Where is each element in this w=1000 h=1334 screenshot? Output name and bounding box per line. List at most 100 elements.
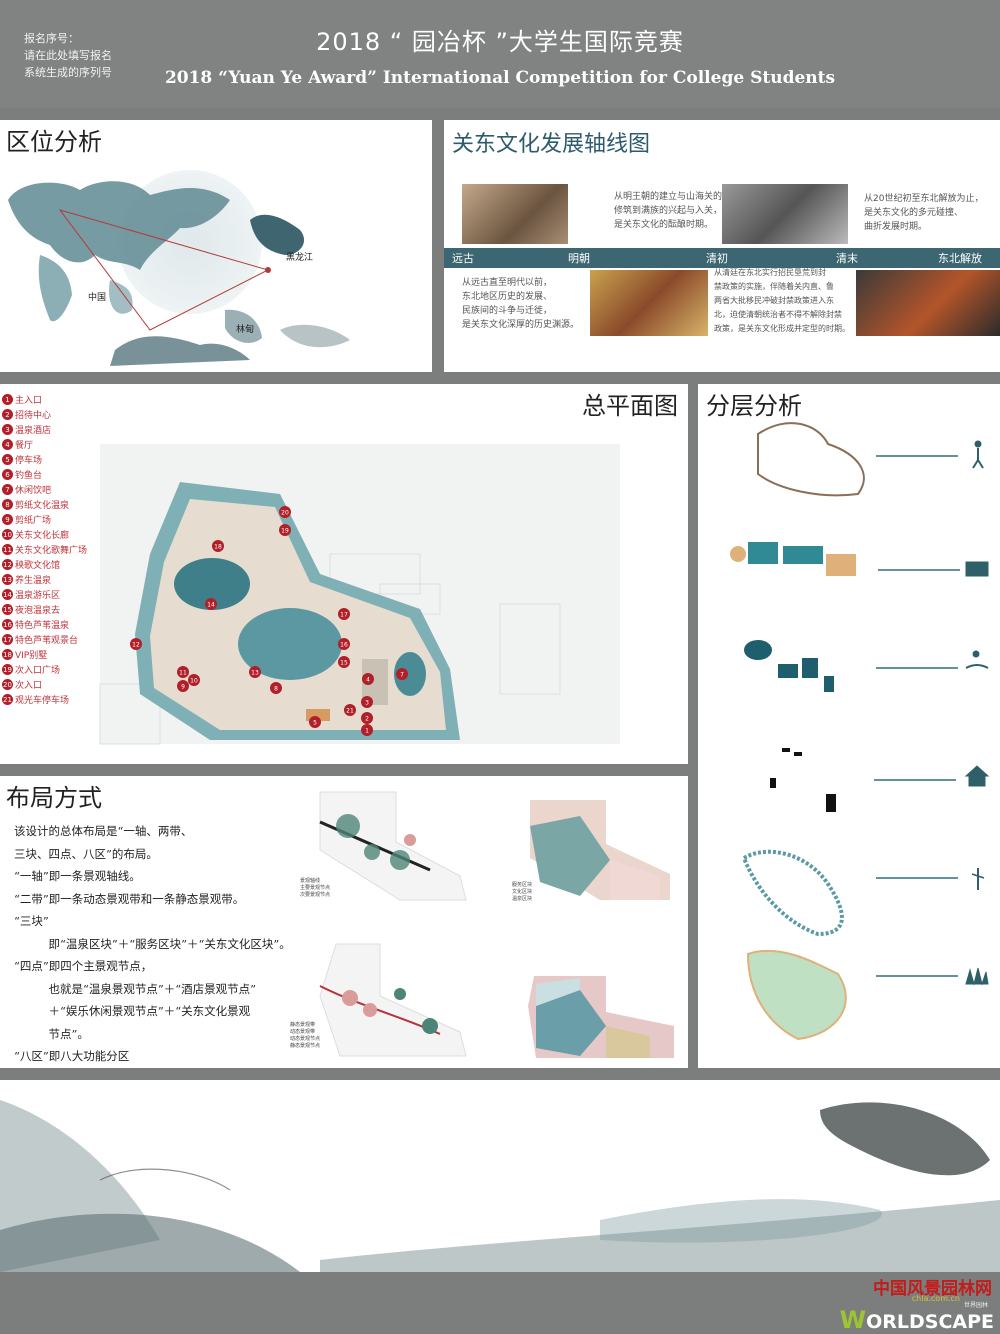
- worldscape-logo: WORLDSCAPE: [839, 1306, 994, 1334]
- svg-text:静态景观带: 静态景观带: [290, 1021, 315, 1028]
- map-marker: 5: [309, 716, 321, 728]
- era-label: 明朝: [568, 252, 590, 265]
- svg-text:3: 3: [365, 700, 369, 707]
- location-point: [265, 267, 271, 273]
- era-label: 清初: [706, 252, 728, 265]
- era-label: 远古: [452, 252, 474, 265]
- label-linju: 林甸: [236, 323, 254, 335]
- hot-spring-lake: [174, 558, 250, 610]
- legend-label: 特色芦苇温泉: [15, 621, 70, 631]
- qing-text: 从清廷在东北实行招民垦荒到封禁政策的实施，伴随着关内直、鲁两省大批移民冲破封禁政…: [714, 268, 850, 333]
- layout-panel: 布局方式 该设计的总体布局是“一轴、两带、 三块、四点、八区”的布局。 “一轴”…: [0, 776, 688, 1068]
- map-marker: 13: [249, 666, 261, 678]
- layer-boundary: [757, 422, 865, 497]
- legend-number: 1: [2, 394, 13, 405]
- svg-text:4: 4: [366, 677, 370, 684]
- legend-label: 温泉游乐区: [15, 591, 61, 601]
- legend-label: 次入口广场: [15, 666, 61, 676]
- svg-text:9: 9: [181, 684, 185, 691]
- legend-number: 20: [2, 679, 13, 690]
- eurasia-landmass: [8, 181, 230, 270]
- ink-dragon: [820, 1102, 990, 1176]
- legend-number: 13: [2, 574, 13, 585]
- layout-title: 布局方式: [6, 784, 102, 812]
- layer-houses: [770, 748, 836, 812]
- map-marker: 11: [177, 666, 189, 678]
- svg-text:11: 11: [179, 670, 187, 677]
- layout-description: 该设计的总体布局是“一轴、两带、 三块、四点、八区”的布局。 “一轴”即一条景观…: [14, 824, 291, 1063]
- africa-landmass: [38, 255, 72, 322]
- svg-text:15: 15: [340, 660, 348, 667]
- legend-number: 6: [2, 469, 13, 480]
- legend-number: 10: [2, 529, 13, 540]
- era-timeline-bar: [444, 248, 1000, 268]
- map-marker: 18: [212, 540, 224, 552]
- layer-title: 分层分析: [706, 392, 802, 420]
- reg-line: 系统生成的序列号: [24, 66, 112, 79]
- map-marker: 2: [361, 712, 373, 724]
- map-marker: 17: [338, 608, 350, 620]
- legend-label: 休闲饮吧: [15, 486, 52, 496]
- legend-label: 剪纸广场: [15, 516, 52, 526]
- walker-icon: [972, 440, 984, 469]
- site-plan-title: 总平面图: [582, 392, 678, 420]
- legend-label: 招待中心: [15, 411, 52, 421]
- legend-number: 3: [2, 424, 13, 435]
- svg-text:18: 18: [214, 544, 222, 551]
- svg-text:1: 1: [365, 728, 369, 735]
- layout-diagrams: 景观轴线 主要景观节点 次要景观节点 服务区块 文化区块 温泉区块 静态景观带 …: [290, 791, 674, 1058]
- swimmer-icon: [965, 650, 989, 669]
- svg-text:静态景观节点: 静态景观节点: [290, 1042, 320, 1049]
- legend-number: 4: [2, 439, 13, 450]
- map-marker: 19: [279, 524, 291, 536]
- legend-label: 养生温泉: [15, 576, 52, 586]
- layer-analysis-panel: 分层分析: [698, 384, 1000, 1068]
- legend-number: 5: [2, 454, 13, 465]
- svg-text:7: 7: [400, 672, 404, 679]
- map-marker: 14: [205, 598, 217, 610]
- legend-number: 11: [2, 544, 13, 555]
- modern-text: 从20世纪初至东北解放为止，是关东文化的多元碰撞、曲折发展时期。: [864, 194, 984, 232]
- ink-landscape-banner: [0, 1080, 1000, 1272]
- legend-label: 主入口: [15, 396, 43, 406]
- registration-note: 报名序号： 请在此处填写报名 系统生成的序列号: [24, 30, 112, 81]
- legend-label: VIP别墅: [15, 651, 48, 661]
- war-photo: [856, 270, 1000, 336]
- east-pool: [394, 652, 426, 696]
- map-marker: 8: [270, 682, 282, 694]
- svg-text:温泉区块: 温泉区块: [512, 895, 532, 902]
- legend-number: 15: [2, 604, 13, 615]
- legend-label: 温泉酒店: [15, 426, 52, 436]
- svg-text:10: 10: [190, 678, 198, 685]
- painting-photo: [590, 270, 708, 336]
- location-title: 区位分析: [6, 128, 102, 156]
- central-pools: [238, 608, 342, 680]
- ink-landscape-art: [0, 1080, 1000, 1272]
- svg-text:12: 12: [132, 642, 140, 649]
- chla-logo-url: chla.com.cn: [911, 1294, 960, 1303]
- heilongjiang-map: [250, 214, 305, 255]
- ink-ridge: [320, 1200, 1000, 1272]
- legend-number: 17: [2, 634, 13, 645]
- map-marker: 10: [188, 674, 200, 686]
- sea-asia-landmass: [109, 280, 133, 314]
- legend-label: 剪纸文化温泉: [15, 501, 70, 511]
- svg-text:17: 17: [340, 612, 348, 619]
- svg-text:14: 14: [207, 602, 215, 609]
- culture-axis-title: 关东文化发展轴线图: [452, 132, 651, 157]
- era-label: 清末: [836, 252, 858, 265]
- legend-label: 钓鱼台: [15, 471, 43, 481]
- svg-text:8: 8: [274, 686, 278, 693]
